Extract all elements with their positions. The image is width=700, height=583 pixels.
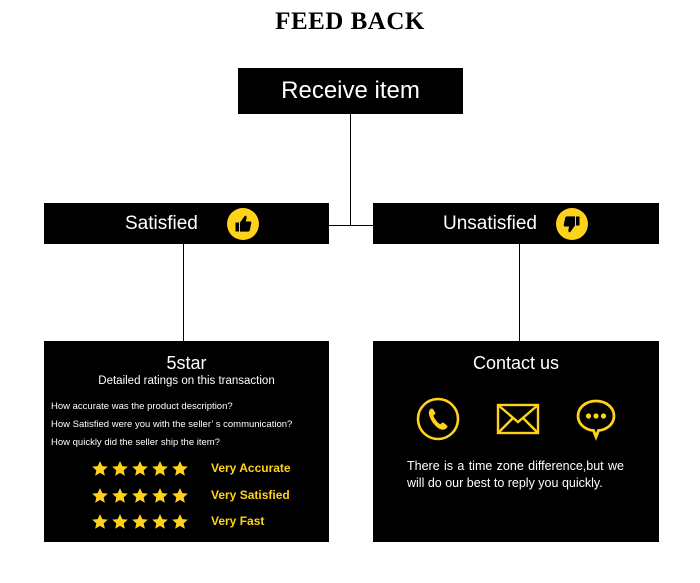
thumbs-up-icon — [227, 208, 259, 240]
connector-satisfied-down — [183, 244, 184, 341]
contact-message: There is a time zone difference,but we w… — [407, 459, 624, 490]
chat-icon — [573, 396, 619, 442]
rating-row-speed: Very Fast — [91, 512, 264, 532]
satisfied-label: Satisfied — [125, 213, 198, 234]
star-rating — [91, 460, 209, 478]
satisfied-node: Satisfied — [44, 203, 329, 244]
connector-root-down — [350, 114, 351, 226]
mail-icon — [495, 396, 541, 442]
rating-row-satisfaction: Very Satisfied — [91, 486, 290, 506]
star-icon — [112, 461, 128, 476]
connector-unsatisfied-down — [519, 244, 520, 341]
question-accuracy: How accurate was the product description… — [51, 401, 233, 412]
star-rating — [91, 513, 209, 531]
star-icon — [112, 488, 128, 503]
star-icon — [132, 461, 148, 476]
contact-panel-title: Contact us — [472, 353, 560, 373]
star-icon — [92, 488, 108, 503]
contact-panel: Contact us There is a time zone differen… — [373, 341, 659, 542]
thumbs-down-icon — [556, 208, 588, 240]
receive-item-label: Receive item — [281, 77, 420, 104]
question-shipping: How quickly did the seller ship the item… — [51, 437, 220, 448]
star-rating — [91, 487, 209, 505]
question-communication: How Satisfied were you with the seller’ … — [51, 419, 293, 430]
star-icon — [112, 514, 128, 529]
unsatisfied-label: Unsatisfied — [443, 213, 537, 234]
unsatisfied-node: Unsatisfied — [373, 203, 659, 244]
star-icon — [92, 461, 108, 476]
star-icon — [172, 488, 188, 503]
connector-horizontal — [329, 225, 373, 226]
rating-panel-subtitle: Detailed ratings on this transaction — [98, 375, 275, 387]
star-icon — [92, 514, 108, 529]
star-icon — [152, 514, 168, 529]
star-icon — [132, 514, 148, 529]
rating-label: Very Fast — [211, 514, 265, 528]
rating-row-accuracy: Very Accurate — [91, 459, 291, 479]
rating-panel-title: 5star — [166, 353, 207, 373]
star-icon — [172, 514, 188, 529]
rating-label: Very Satisfied — [211, 488, 290, 502]
rating-panel: 5star Detailed ratings on this transacti… — [44, 341, 329, 542]
star-icon — [152, 461, 168, 476]
receive-item-node: Receive item — [238, 68, 463, 114]
phone-icon — [415, 396, 461, 442]
star-icon — [132, 488, 148, 503]
rating-label: Very Accurate — [211, 461, 291, 475]
star-icon — [152, 488, 168, 503]
page-title: FEED BACK — [275, 8, 425, 35]
star-icon — [172, 461, 188, 476]
